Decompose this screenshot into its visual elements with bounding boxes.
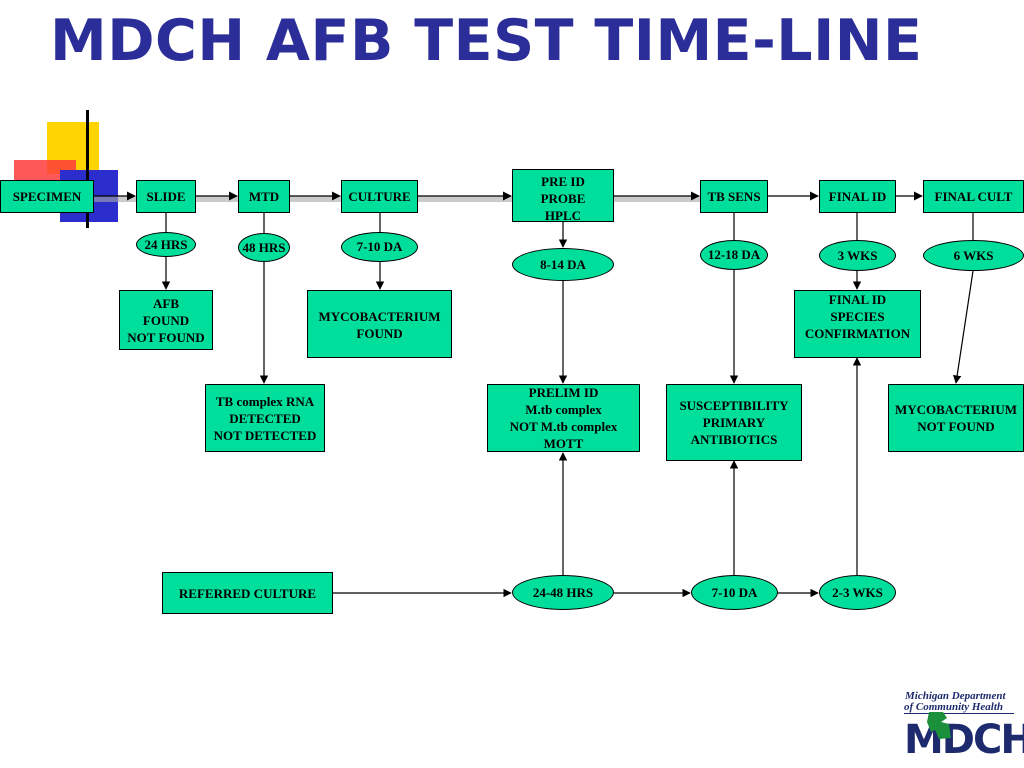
final-id-box: FINAL ID [819,180,896,213]
oval-24-hrs: 24 HRS [136,232,196,257]
mycobacterium-found-box: MYCOBACTERIUM FOUND [307,290,452,358]
susceptibility-box: SUSCEPTIBILITY PRIMARY ANTIBIOTICS [666,384,802,461]
oval-48-hrs: 48 HRS [238,233,290,262]
mtd-box: MTD [238,180,290,213]
final-id-species-box: FINAL ID SPECIES CONFIRMATION [794,290,921,358]
page-title: MDCH AFB TEST TIME-LINE [50,8,923,74]
oval-7-10-da-bottom: 7-10 DA [691,575,778,610]
tb-sens-box: TB SENS [700,180,768,213]
oval-8-14-da: 8-14 DA [512,248,614,281]
slide-box: SLIDE [136,180,196,213]
tb-complex-rna-box: TB complex RNA DETECTED NOT DETECTED [205,384,325,452]
final-cult-box: FINAL CULT [923,180,1024,213]
logo-rule [904,713,1014,714]
oval-7-10-da: 7-10 DA [341,232,418,262]
referred-culture-box: REFERRED CULTURE [162,572,333,614]
mycobacterium-not-found-box: MYCOBACTERIUM NOT FOUND [888,384,1024,452]
oval-3-wks: 3 WKS [819,240,896,271]
afb-found-box: AFB FOUND NOT FOUND [119,290,213,350]
culture-box: CULTURE [341,180,418,213]
pre-id-box: PRE ID PROBE HPLC [512,169,614,223]
oval-2-3-wks: 2-3 WKS [819,575,896,610]
deco-vertical-line [86,110,89,228]
michigan-map-icon [927,712,951,739]
logo-line-1: Michigan Department [905,690,1006,702]
prelim-id-box: PRELIM ID M.tb complex NOT M.tb complex … [487,384,640,452]
oval-6-wks: 6 WKS [923,240,1024,271]
oval-12-18-da: 12-18 DA [700,240,768,270]
specimen-box: SPECIMEN [0,180,94,213]
logo-acronym: MDCH [904,717,1024,763]
oval-24-48-hrs: 24-48 HRS [512,575,614,610]
logo-line-2: of Community Health [904,701,1004,713]
